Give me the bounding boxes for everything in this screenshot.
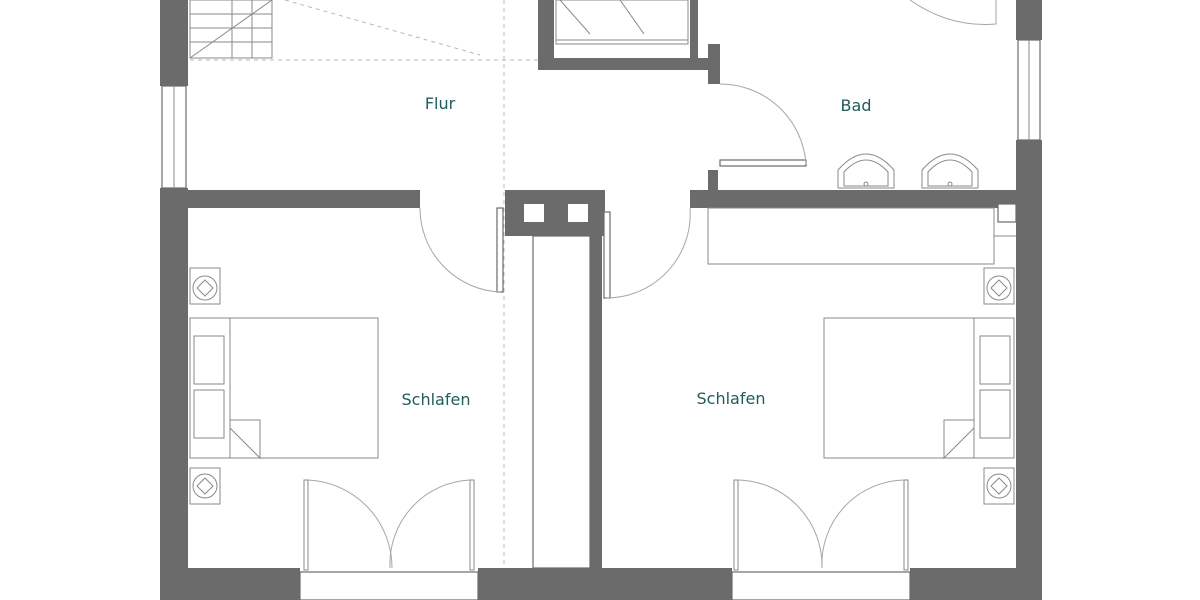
wall-bad-bottom [690, 190, 1016, 208]
wall-shower [538, 0, 554, 70]
wall-central-block [505, 190, 605, 236]
lamp-left-bottom [189, 467, 221, 505]
dashed-guides [190, 0, 540, 600]
wardrobe [707, 207, 1016, 265]
room-label-schlafen-left: Schlafen [402, 390, 471, 409]
wall-bottom-center [478, 568, 732, 600]
wall-outer-right-top [1016, 0, 1042, 40]
wall-bottom-right [910, 568, 1016, 600]
wall-partition-right [590, 236, 602, 568]
room-label-schlafen-right: Schlafen [697, 389, 766, 408]
wall-outer-left-top [160, 0, 188, 86]
wall-outer-left [160, 188, 188, 600]
staircase [189, 0, 273, 59]
wall-outer-right [1016, 140, 1042, 600]
lamp-left-top [189, 267, 221, 305]
lamp-right-bottom [983, 467, 1015, 505]
wall-bottom-left [188, 568, 300, 600]
bed-right [823, 317, 1015, 460]
wall-bedroom-left-top [188, 190, 420, 208]
lamp-right-top [983, 267, 1015, 305]
shower [555, 0, 689, 45]
doors [303, 83, 909, 571]
walls [160, 0, 1042, 600]
room-label-flur: Flur [425, 94, 456, 113]
room-label-bad: Bad [841, 96, 872, 115]
bed-left [189, 317, 379, 460]
bathtub [909, 0, 997, 25]
sinks [837, 153, 979, 189]
